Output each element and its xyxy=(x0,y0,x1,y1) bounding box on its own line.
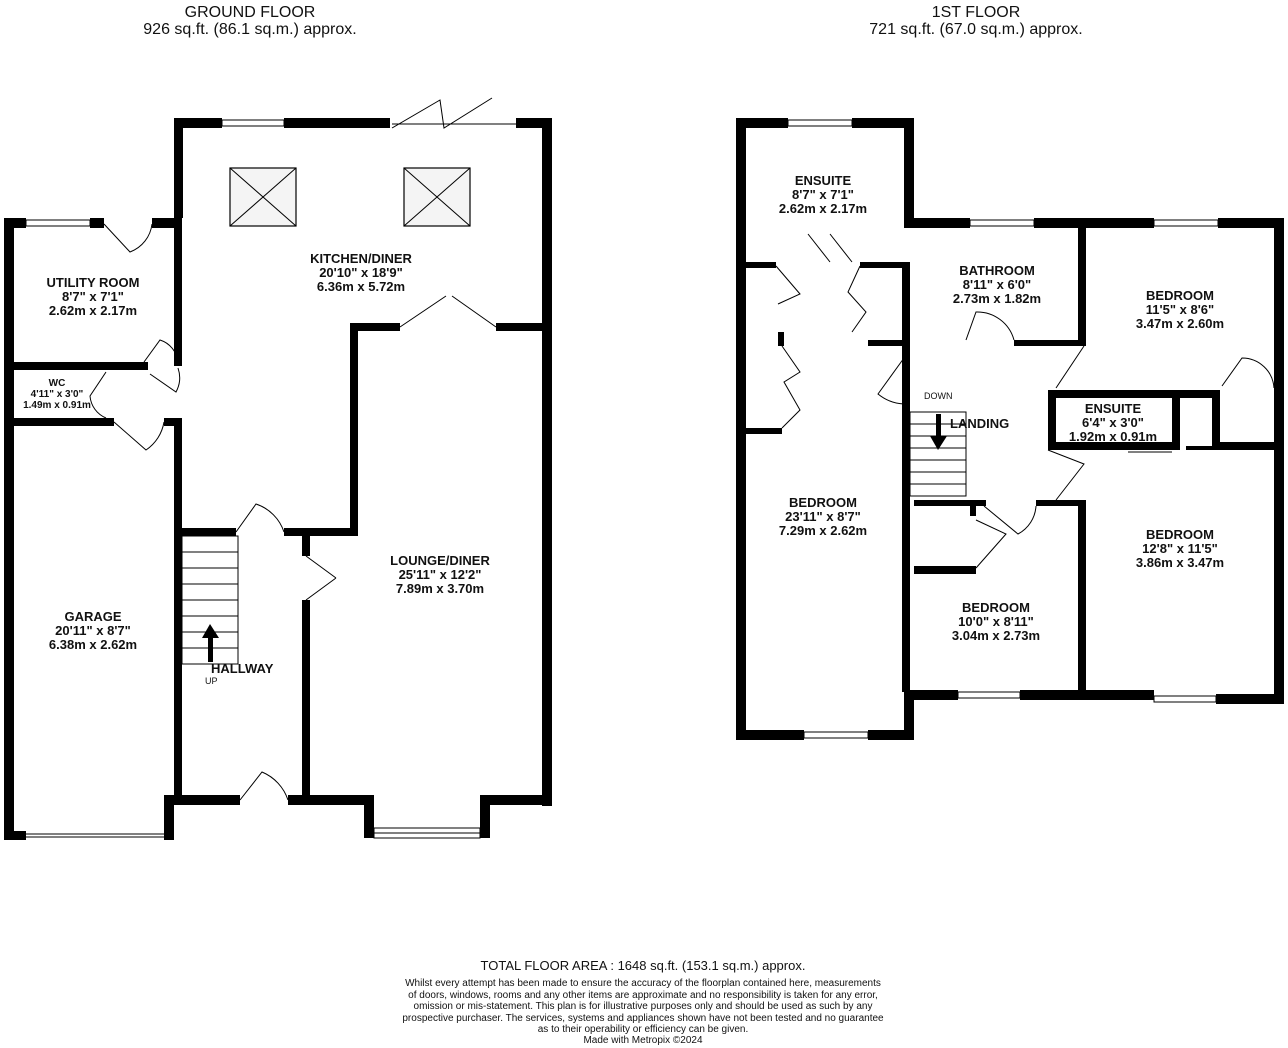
room-label-bedroom-ne: BEDROOM 11'5" x 8'6" 3.47m x 2.60m xyxy=(1135,288,1225,331)
stairs-up-label: UP xyxy=(205,676,218,686)
room-label-garage: GARAGE 20'11" x 8'7" 6.38m x 2.62m xyxy=(48,609,138,652)
room-label-utility: UTILITY ROOM 8'7" x 7'1" 2.62m x 2.17m xyxy=(46,275,140,318)
room-label-hallway: HALLWAY xyxy=(211,661,274,676)
disclaimer: Whilst every attempt has been made to en… xyxy=(402,978,884,1035)
room-label-lounge: LOUNGE/DINER 25'11" x 12'2" 7.89m x 3.70… xyxy=(390,553,490,596)
room-label-bedroom-s: BEDROOM 10'0" x 8'11" 3.04m x 2.73m xyxy=(951,600,1041,643)
first-floor-heading: 1ST FLOOR 721 sq.ft. (67.0 sq.m.) approx… xyxy=(856,4,1096,38)
room-label-bedroom-w: BEDROOM 23'11" x 8'7" 7.29m x 2.62m xyxy=(778,495,868,538)
ground-floor-heading: GROUND FLOOR 926 sq.ft. (86.1 sq.m.) app… xyxy=(130,4,370,38)
room-label-bathroom: BATHROOM 8'11" x 6'0" 2.73m x 1.82m xyxy=(952,263,1042,306)
room-label-kitchen: KITCHEN/DINER 20'10" x 18'9" 6.36m x 5.7… xyxy=(310,251,412,294)
total-floor-area: TOTAL FLOOR AREA : 1648 sq.ft. (153.1 sq… xyxy=(480,958,806,973)
first-floor-area: 721 sq.ft. (67.0 sq.m.) approx. xyxy=(869,21,1083,38)
ground-floor-area: 926 sq.ft. (86.1 sq.m.) approx. xyxy=(143,21,357,38)
stairs-down-label: DOWN xyxy=(924,391,953,401)
first-floor-title: 1ST FLOOR xyxy=(931,4,1021,21)
credit-line: Made with Metropix ©2024 xyxy=(583,1035,703,1046)
ground-floor-plan xyxy=(4,97,552,840)
first-floor-plan xyxy=(736,118,1284,740)
room-label-wc: WC 4'11" x 3'0" 1.49m x 0.91m xyxy=(23,378,91,411)
ground-floor-title: GROUND FLOOR xyxy=(184,4,316,21)
room-label-landing: LANDING xyxy=(950,416,1010,431)
room-label-bedroom-e: BEDROOM 12'8" x 11'5" 3.86m x 3.47m xyxy=(1135,527,1225,570)
room-label-ensuite-1: ENSUITE 8'7" x 7'1" 2.62m x 2.17m xyxy=(778,173,868,216)
room-label-ensuite-2: ENSUITE 6'4" x 3'0" 1.92m x 0.91m xyxy=(1068,401,1158,444)
